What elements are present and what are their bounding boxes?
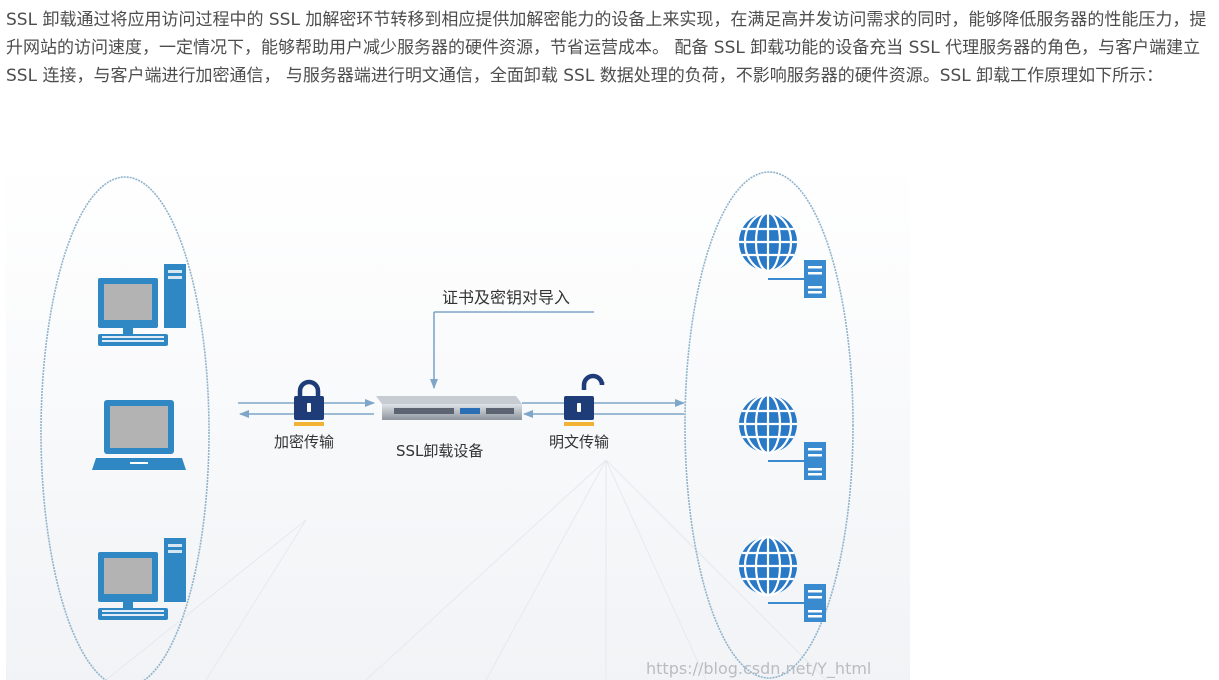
server-rack-icon [804, 260, 826, 298]
watermark-text: https://blog.csdn.net/Y_html [646, 659, 871, 679]
server-rack-icon [804, 584, 826, 622]
web-server-icon [737, 211, 799, 273]
laptop-icon [92, 400, 186, 470]
server-group-ellipse [684, 171, 854, 679]
server-rack-icon [804, 442, 826, 480]
encrypted-transfer-label: 加密传输 [274, 433, 334, 451]
ssl-offload-device-icon [376, 396, 522, 420]
background-lines [105, 459, 827, 680]
client-group-ellipse [40, 176, 210, 680]
web-server-icon [737, 535, 799, 597]
plaintext-transfer-label: 明文传输 [549, 433, 609, 451]
locked-padlock-icon [294, 379, 324, 426]
ssl-offload-diagram: 证书及密钥对导入 加密传输 SSL卸载设备 明文传输 https://blog.… [6, 160, 910, 680]
ssl-device-label: SSL卸载设备 [396, 442, 483, 460]
cert-import-label: 证书及密钥对导入 [442, 288, 570, 307]
web-server-icon [737, 393, 799, 455]
unlocked-padlock-icon [564, 373, 605, 426]
intro-paragraph: SSL 卸载通过将应用访问过程中的 SSL 加解密环节转移到相应提供加解密能力的… [6, 10, 1207, 86]
